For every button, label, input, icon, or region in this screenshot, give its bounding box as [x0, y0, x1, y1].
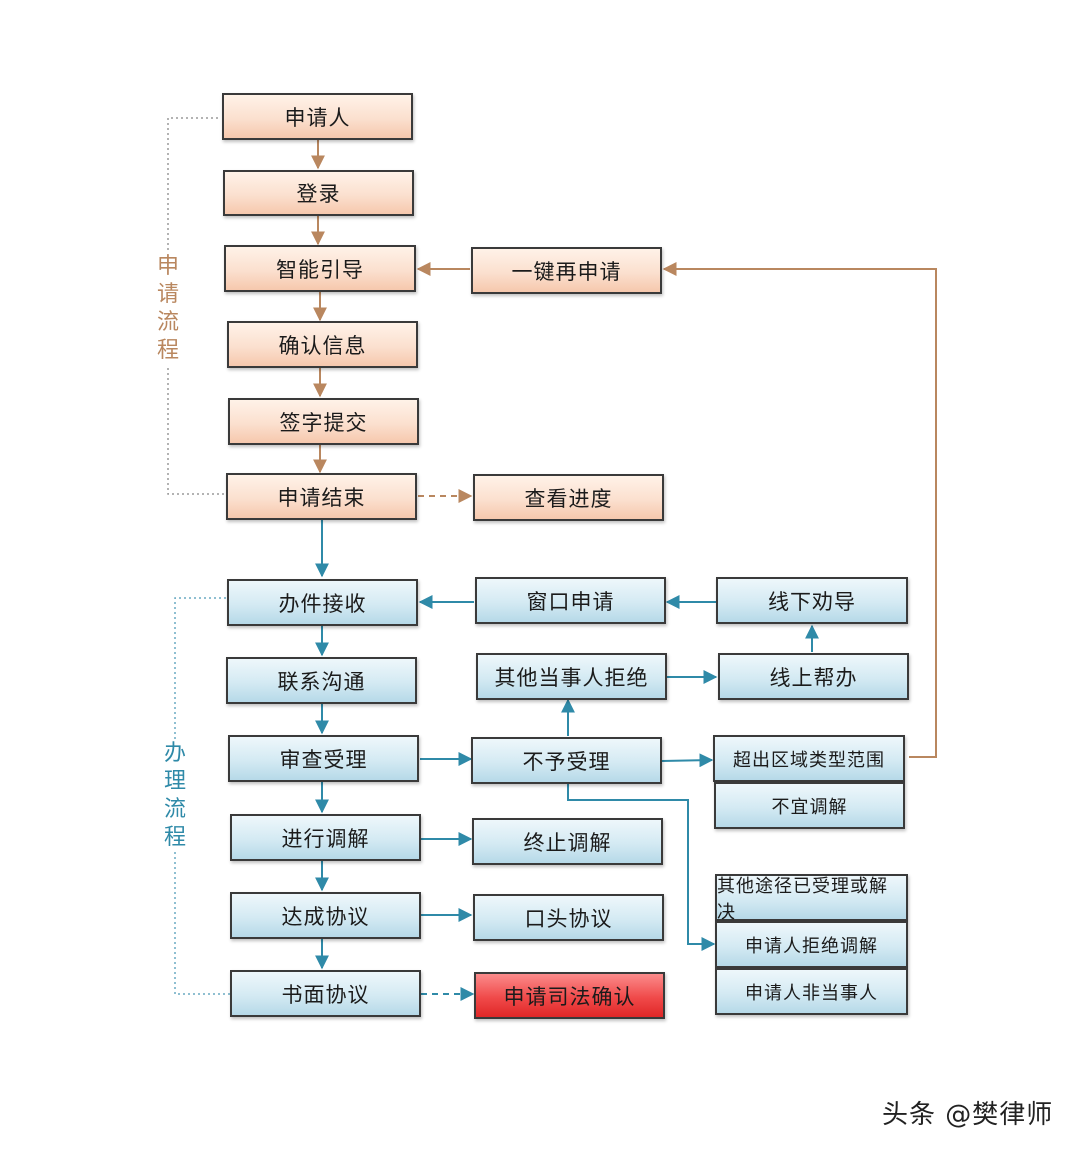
- arrow-notaccept-applicantrefuse: [567, 784, 716, 951]
- node-applicant-refuse: 申请人拒绝调解: [715, 921, 908, 968]
- node-mediate: 进行调解: [230, 814, 421, 861]
- node-not-suitable: 不宜调解: [714, 782, 905, 829]
- apply-section-bracket: [167, 117, 226, 495]
- watermark: 头条 @樊律师: [882, 1100, 1054, 1130]
- node-terminate: 终止调解: [472, 818, 663, 865]
- node-other-channel: 其他途径已受理或解决: [715, 874, 908, 923]
- node-offline-persuade: 线下劝导: [716, 577, 908, 624]
- node-applicant: 申请人: [222, 93, 413, 140]
- apply-process-label: 申 请 流 程: [148, 253, 188, 365]
- node-written-agreement: 书面协议: [230, 970, 421, 1017]
- handle-section-bracket: [174, 597, 230, 995]
- node-view-progress: 查看进度: [473, 474, 664, 521]
- arrow-notaccept-scope: [661, 753, 714, 768]
- node-review-accept: 审查受理: [228, 735, 419, 782]
- node-confirm-info: 确认信息: [227, 321, 418, 368]
- node-contact: 联系沟通: [226, 657, 417, 704]
- node-not-party: 申请人非当事人: [715, 968, 908, 1015]
- node-window-apply: 窗口申请: [475, 577, 666, 624]
- node-sign-submit: 签字提交: [228, 398, 419, 445]
- node-case-receive: 办件接收: [227, 579, 418, 626]
- node-login: 登录: [223, 170, 414, 216]
- node-not-accept: 不予受理: [471, 737, 662, 784]
- arrow-outofscope-reapply: [662, 262, 937, 758]
- node-smart-guide: 智能引导: [224, 245, 416, 292]
- handle-process-label: 办 理 流 程: [155, 740, 195, 852]
- node-reach-agreement: 达成协议: [230, 892, 421, 939]
- node-apply-end: 申请结束: [226, 473, 417, 520]
- node-other-party-refuse: 其他当事人拒绝: [476, 653, 667, 700]
- node-oral-agreement: 口头协议: [473, 894, 664, 941]
- node-judicial-confirm: 申请司法确认: [474, 972, 665, 1019]
- node-one-click-reapply: 一键再申请: [471, 247, 662, 294]
- node-online-help: 线上帮办: [718, 653, 909, 700]
- node-out-of-scope: 超出区域类型范围: [713, 735, 905, 782]
